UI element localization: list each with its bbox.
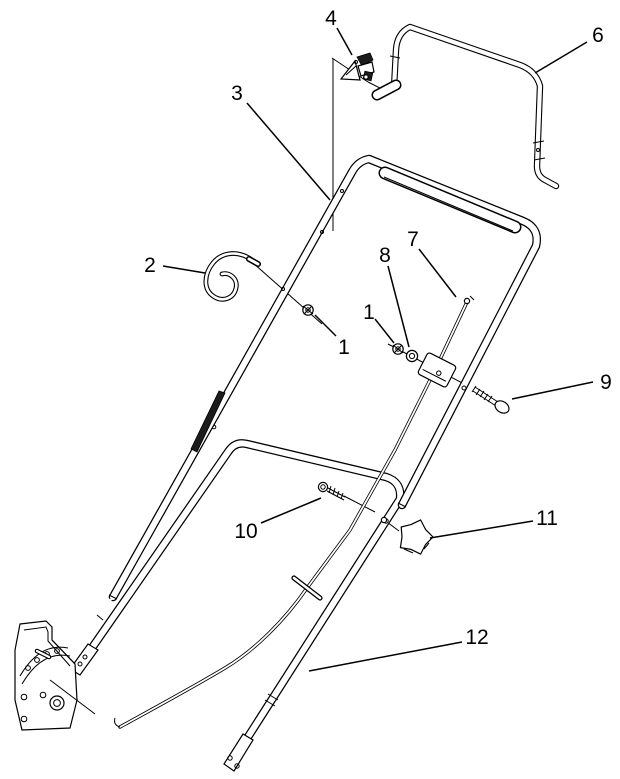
rope-guide-ferrule-inner (247, 257, 260, 266)
bracket-hub-hole (53, 699, 61, 707)
ferrule-mark (532, 140, 545, 144)
lower-handle-left-flat-end (69, 643, 99, 676)
upper-handle-tube (96, 154, 541, 621)
washer (405, 349, 419, 363)
leader-line-6 (534, 41, 588, 74)
ferrule-mark (533, 157, 546, 161)
clamp-block (417, 352, 457, 388)
screw-axis-line (343, 495, 376, 513)
mount-hole (82, 654, 88, 660)
bracket-pin-inner (35, 649, 51, 659)
callouts: 4 6 3 2 1 1 8 7 9 10 11 12 (144, 7, 612, 672)
knob-bolt-tip (380, 516, 388, 524)
cable-end-hook (114, 717, 121, 728)
leader-line-3 (246, 102, 331, 201)
tube-overlap-shadow (190, 390, 226, 453)
callout-label-7: 7 (407, 228, 419, 251)
mount-hole (234, 763, 240, 769)
callout-label-10: 10 (234, 520, 257, 543)
leader-line-11 (429, 520, 534, 539)
lower-handle-right-flat-end (223, 733, 254, 772)
callout-label-6: 6 (592, 24, 604, 47)
tube-hole (340, 189, 344, 193)
crimp-mark (264, 699, 276, 707)
mounting-bracket (14, 620, 96, 731)
callout-label-8: 8 (379, 244, 391, 267)
callout-label-4: 4 (325, 7, 337, 30)
callout-label-12: 12 (465, 626, 488, 649)
crimp-mark (267, 693, 279, 701)
bail-lever-tube (371, 23, 560, 190)
serration-hole (25, 665, 31, 671)
screw (317, 481, 346, 501)
bracket-hole (39, 691, 47, 699)
bolt (471, 385, 510, 414)
ferrule-mark (389, 55, 401, 59)
knob (380, 516, 434, 555)
bracket-tie-line (49, 679, 96, 715)
bail-grip-inner (373, 81, 400, 99)
mount-hole (227, 755, 233, 761)
bracket-quadrant-arc2 (21, 654, 71, 685)
bracket-hole (20, 715, 28, 723)
tube-end-cap (397, 502, 407, 508)
leader-line-8 (387, 265, 410, 348)
leader-line-12 (308, 641, 463, 672)
bolt-head (494, 400, 510, 414)
serration-hole (54, 648, 60, 654)
bracket-hub (49, 695, 65, 711)
nut-right (392, 343, 404, 355)
serration-hole (34, 657, 40, 663)
tube-end-cap (96, 614, 104, 621)
knob-body (399, 519, 434, 555)
leader-line-10 (260, 497, 322, 524)
leader-line-1-left (314, 314, 337, 337)
callout-label-11: 11 (536, 507, 558, 530)
callout-label-1-left: 1 (338, 336, 350, 359)
tube-end-stub-inner (98, 598, 113, 618)
tube-hole (281, 287, 285, 291)
block-hole (436, 370, 442, 376)
bracket-fold-line (51, 639, 76, 665)
rod-pin (463, 297, 471, 305)
callout-label-9: 9 (600, 371, 612, 394)
cross-pin (291, 575, 323, 601)
ferrule-hole (536, 148, 540, 152)
leader-line-7 (418, 248, 457, 298)
grip-seam (383, 176, 514, 232)
leader-line-9 (511, 381, 594, 400)
leader-line-2 (162, 265, 206, 274)
leader-line-1-right (374, 318, 395, 344)
tube-end-cap (108, 594, 118, 600)
callout-label-3: 3 (231, 82, 243, 105)
tube-hole (320, 230, 324, 234)
bolt-hole (461, 385, 467, 391)
cable-anchor-bracket (339, 52, 375, 82)
callout-label-2: 2 (144, 254, 156, 277)
handle-grip-pad (378, 166, 522, 234)
leader-line-4 (336, 27, 353, 56)
rod-pin-tick (469, 295, 475, 301)
nut-left (302, 304, 314, 316)
bracket-hole (20, 693, 28, 701)
mount-hole (77, 661, 83, 667)
callout-label-1-right: 1 (363, 301, 375, 324)
lower-handle-tube (69, 424, 405, 772)
rope-guide-hook (203, 251, 261, 302)
